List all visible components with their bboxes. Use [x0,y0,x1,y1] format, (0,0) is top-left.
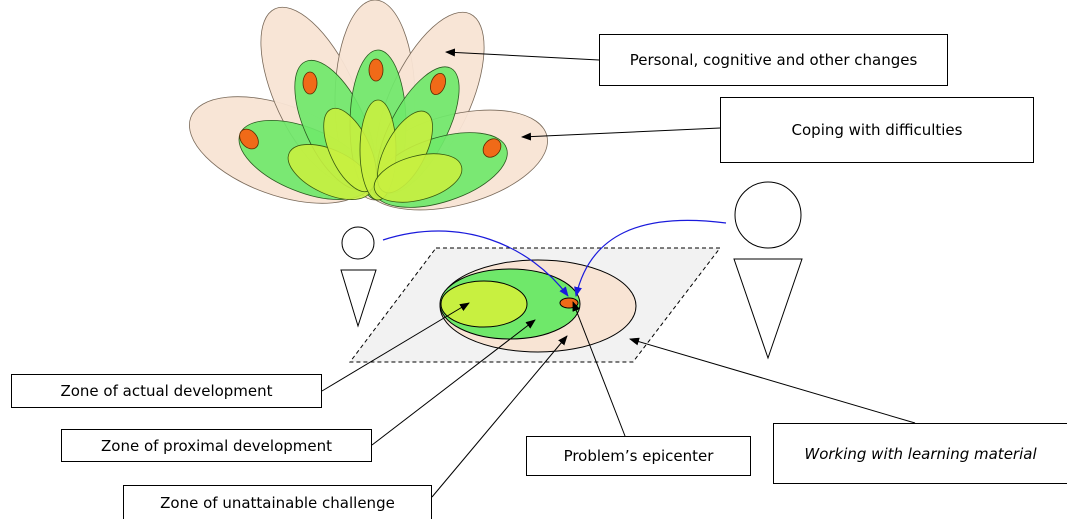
inner-petal [373,153,463,203]
learning-material-label-box: Working with learning material [773,423,1067,484]
epicenter-label: Problem’s epicenter [563,447,714,465]
teacher-figure [733,181,803,360]
epicenter-label-box: Problem’s epicenter [526,436,751,476]
zone-actual-label-box: Zone of actual development [11,374,322,408]
epicenter-arrow [572,301,626,437]
petal-tip [482,138,502,158]
learner-body [340,269,377,328]
petal-tip [430,72,446,96]
learning-material-label: Working with learning material [804,444,1037,463]
zone-actual-ellipse [440,280,528,328]
zone-unattainable-arrow [431,335,568,498]
personal-changes-label: Personal, cognitive and other changes [629,51,918,69]
development-flower [189,0,548,211]
coping-label: Coping with difficulties [791,121,963,139]
petal-tip [239,128,259,150]
petal-tip [302,71,318,95]
petal-tip [368,58,384,82]
zone-proximal-arrow [371,319,536,446]
inner-petals [287,99,463,203]
zone-proximal-label-box: Zone of proximal development [61,429,372,462]
learner-figure [340,226,377,328]
personal-changes-label-box: Personal, cognitive and other changes [599,34,948,86]
teacher-head [734,181,802,249]
learning-material-arrow [629,337,916,424]
personal-changes-arrow [445,48,600,61]
teacher-attention-arrow [574,219,727,297]
zone-actual-label: Zone of actual development [60,382,273,400]
petal-tips [239,58,502,158]
coping-label-box: Coping with difficulties [720,97,1034,163]
learner-attention-arrow [382,230,569,297]
zone-proximal-label: Zone of proximal development [101,436,332,455]
zone-unattainable-label-box: Zone of unattainable challenge [123,485,432,519]
learner-head [341,226,375,260]
zone-unattainable-label: Zone of unattainable challenge [160,493,395,512]
zone-actual-arrow [321,302,470,392]
epicenter-marker [559,297,579,309]
teacher-body [733,258,803,360]
coping-arrow [521,127,721,141]
